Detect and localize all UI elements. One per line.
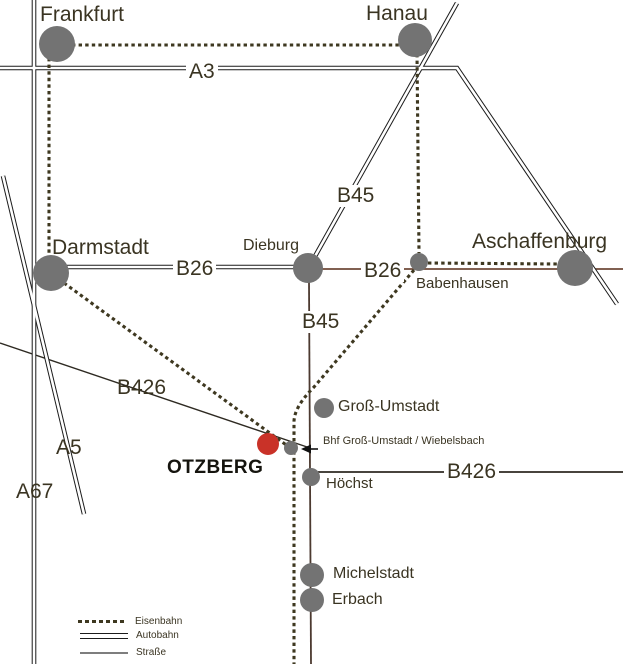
city-marker-erbach: [300, 588, 324, 612]
city-marker-dieburg: [293, 253, 323, 283]
label-b45-upper: B45: [334, 184, 378, 208]
railway-babenhausen-wiebelsbach: [292, 268, 416, 664]
label-otzberg: OTZBERG: [167, 457, 264, 478]
label-darmstadt: Darmstadt: [52, 236, 149, 259]
legend-eisenbahn-line-sample: [78, 620, 127, 623]
station-pointer-arrow-icon: [301, 444, 311, 454]
city-marker-babenhausen: [410, 253, 428, 271]
legend-autobahn-line-sample: [80, 632, 128, 639]
railway-hanau-babenhausen: [415, 53, 421, 254]
city-marker-otzberg: [257, 433, 279, 455]
legend-row-autobahn: Autobahn: [80, 630, 179, 641]
label-b26-west: B26: [173, 257, 217, 281]
label-b426-east: B426: [444, 460, 500, 484]
legend-eisenbahn-label: Eisenbahn: [135, 616, 183, 627]
city-marker-michelstadt: [300, 563, 324, 587]
railway-babenhausen-aschaffenburg: [427, 261, 558, 266]
city-marker-frankfurt: [39, 26, 75, 62]
label-hoechst: Höchst: [326, 475, 373, 492]
label-a67: A67: [16, 480, 54, 503]
city-marker-aschaffenburg: [557, 250, 593, 286]
city-marker-hanau: [398, 23, 432, 57]
label-a3: A3: [186, 60, 218, 84]
city-marker-gross-umstadt: [314, 398, 334, 418]
label-b426-west: B426: [117, 376, 167, 399]
label-frankfurt: Frankfurt: [40, 3, 125, 26]
label-dieburg: Dieburg: [243, 237, 300, 254]
city-marker-darmstadt: [33, 255, 69, 291]
legend-row-strasse: Straße: [80, 647, 166, 658]
legend-row-eisenbahn: Eisenbahn: [78, 616, 182, 627]
label-erbach: Erbach: [332, 591, 383, 608]
road-b426-west: [0, 342, 311, 449]
railway-darmstadt-wiebelsbach: [63, 281, 290, 449]
label-michelstadt: Michelstadt: [333, 565, 414, 582]
label-hanau: Hanau: [366, 2, 428, 25]
autobahn-a5-core: [1, 175, 86, 515]
label-gross-umstadt: Groß-Umstadt: [338, 398, 440, 415]
label-aschaffenburg: Aschaffenburg: [472, 230, 608, 253]
city-marker-hoechst: [302, 468, 320, 486]
autobahn-a3-core: [0, 66, 619, 305]
label-bhf-gross-umstadt: Bhf Groß-Umstadt / Wiebelsbach: [323, 435, 485, 447]
label-b45-lower: B45: [299, 310, 343, 334]
legend-strasse-line-sample: [80, 651, 128, 654]
autobahn-b45-north-core: [307, 2, 459, 268]
label-b26-east: B26: [361, 259, 405, 283]
legend-autobahn-label: Autobahn: [136, 630, 179, 641]
label-babenhausen: Babenhausen: [416, 275, 509, 292]
city-marker-bhf-wiebelsbach: [284, 441, 298, 455]
legend-strasse-label: Straße: [136, 647, 167, 658]
label-a5: A5: [56, 436, 82, 459]
